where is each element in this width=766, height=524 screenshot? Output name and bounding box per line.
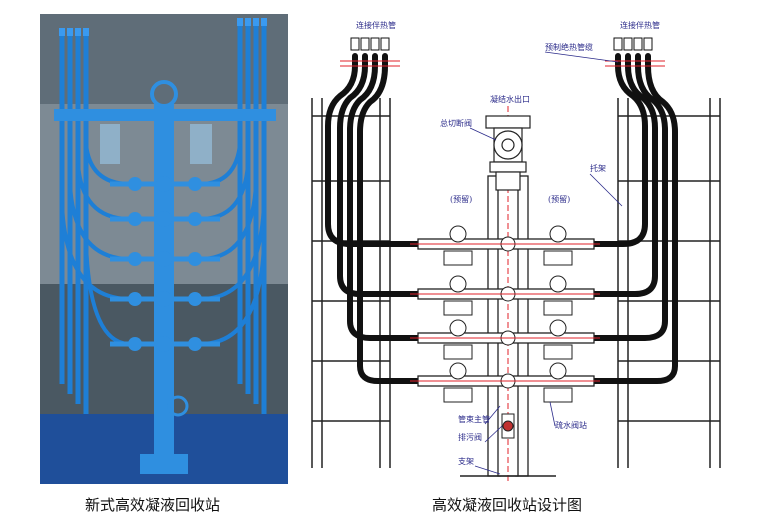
right-top-connectors <box>613 37 653 51</box>
caption-left: 新式高效凝液回收站 <box>85 496 221 514</box>
left-support-frame <box>311 98 391 468</box>
right-support-frame <box>617 98 721 468</box>
outlet-valve-assembly <box>485 115 531 191</box>
label-support: 支架 <box>458 456 474 466</box>
label-outlet: 凝结水出口 <box>490 94 530 104</box>
design-drawing: 连接伴热管 连接伴热管 预制绝热管缆 凝结水出口 总切断阀 (预留) (预留) … <box>311 20 721 481</box>
top-red-markers <box>340 60 665 67</box>
caption-right: 高效凝液回收站设计图 <box>432 496 583 514</box>
label-insulated-pipe: 预制绝热管缆 <box>545 42 593 52</box>
label-bracket: 托架 <box>590 163 606 173</box>
label-trap-station: 疏水阀站 <box>555 420 587 430</box>
label-connect-left: 连接伴热管 <box>356 20 396 30</box>
label-header: 管束主管 <box>458 414 490 424</box>
drain-valve <box>501 413 515 439</box>
label-drain-valve: 排污阀 <box>458 432 482 442</box>
right-heat-tracing-tubes <box>572 53 678 384</box>
label-reserve-right: (预留) <box>548 194 570 204</box>
label-connect-right: 连接伴热管 <box>620 20 660 30</box>
label-shutoff-valve: 总切断阀 <box>440 118 472 128</box>
label-reserve-left: (预留) <box>450 194 472 204</box>
left-heat-tracing-tubes <box>325 53 428 384</box>
manifold-rows <box>410 225 600 403</box>
left-top-connectors <box>350 37 390 51</box>
leader-lines <box>469 51 623 475</box>
station-photo-illustration <box>40 14 288 484</box>
station-photo <box>40 14 288 484</box>
